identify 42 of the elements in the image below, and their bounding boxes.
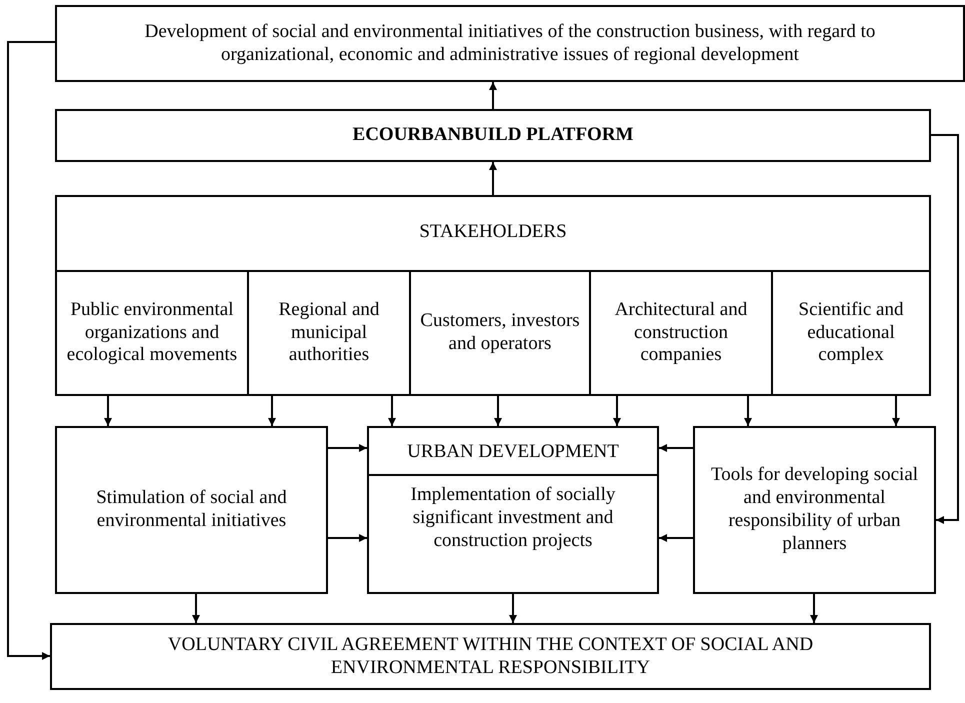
stakeholder-box — [247, 270, 409, 394]
arrow — [931, 134, 959, 524]
arrow — [388, 394, 396, 426]
process-box — [55, 426, 328, 594]
node-text: Development of social and environmental initiatives of the construction business, with regard to organizational, economic and administrative issues of regional development — [144, 20, 876, 66]
node-text: Customers, investors and operators — [419, 310, 581, 356]
agreement-box — [50, 623, 931, 690]
arrow — [744, 394, 752, 426]
arrow — [328, 444, 367, 452]
process-box — [367, 426, 659, 594]
node-text: Scientific and educational complex — [798, 298, 904, 368]
arrow — [613, 394, 621, 426]
arrow — [509, 594, 517, 623]
stakeholder-box — [589, 270, 771, 394]
arrow — [659, 534, 693, 542]
stakeholder-box — [771, 270, 929, 394]
section-heading: URBAN DEVELOPMENT — [369, 428, 657, 476]
node-text: VOLUNTARY CIVIL AGREEMENT WITHIN THE CONTEXT OF SOCIAL AND ENVIRONMENTAL RESPONSIBILITY — [166, 634, 814, 680]
node-text: Regional and municipal authorities — [278, 298, 380, 368]
node-text: Implementation of socially significant investment and construction projects — [410, 484, 616, 552]
arrow — [328, 534, 367, 542]
goal-box — [55, 5, 965, 82]
arrow — [104, 394, 112, 426]
arrow — [892, 394, 900, 426]
arrow — [192, 594, 200, 623]
arrow — [659, 444, 693, 452]
arrow — [489, 162, 497, 195]
platform-box — [55, 109, 931, 162]
node-text: STAKEHOLDERS — [418, 220, 568, 244]
node-text: Stimulation of social and environmental initiatives — [95, 487, 288, 533]
arrow — [494, 394, 502, 426]
node-text: Tools for developing social and environmental responsibility of urban planners — [710, 464, 920, 556]
arrow — [7, 41, 55, 660]
node-text: Architectural and construction companies — [614, 298, 748, 368]
arrow — [810, 594, 818, 623]
arrow — [268, 394, 276, 426]
process-box — [693, 426, 936, 594]
node-text: ECOURBANBUILD PLATFORM — [352, 124, 634, 147]
arrow — [489, 82, 497, 109]
node-text: Public environmental organizations and ecological movements — [66, 298, 238, 368]
stakeholder-box — [409, 270, 589, 394]
stakeholders-box — [55, 195, 931, 396]
